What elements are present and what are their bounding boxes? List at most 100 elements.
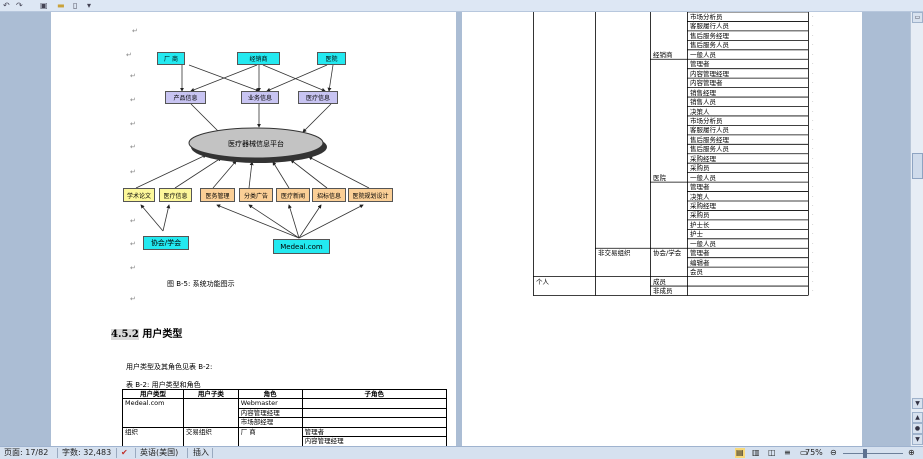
document-workspace: ↵ ↵ ↵ ↵ ↵ ↵ ↵ ↵ ↵ ↵ ↵ ↵ xyxy=(0,12,910,446)
header-cell: 用户子类 xyxy=(182,388,239,400)
cell-end-mark: . xyxy=(812,164,814,171)
zoom-in-icon[interactable]: ⊕ xyxy=(908,448,915,457)
table-cell-role: 采购员 xyxy=(690,211,710,220)
previous-page-icon[interactable]: ▲ xyxy=(912,412,923,423)
undo-icon[interactable]: ↶ xyxy=(3,1,10,10)
diagram-node-ads: 分类广告 xyxy=(239,188,273,202)
cell-end-mark: . xyxy=(812,13,814,19)
zoom-slider-thumb[interactable] xyxy=(863,449,867,458)
table-cell-role: 编辑者 xyxy=(690,258,710,267)
cell-end-mark: . xyxy=(812,107,814,114)
table-cell xyxy=(182,417,239,428)
table-row: 内容管理经理 xyxy=(122,407,448,419)
table-cell: 厂 商 xyxy=(237,426,303,437)
table-cell-role: 决策人 xyxy=(690,192,710,201)
diagram-node-product-info: 产品信息 xyxy=(165,91,206,104)
paragraph-mark: ↵ xyxy=(130,96,136,104)
redo-icon[interactable]: ↷ xyxy=(16,1,23,10)
table-cell xyxy=(301,407,448,419)
table-cell xyxy=(122,417,184,428)
document-page-1[interactable]: ↵ ↵ ↵ ↵ ↵ ↵ ↵ ↵ ↵ ↵ ↵ ↵ xyxy=(51,12,456,446)
diagram-node-distributor: 经销商 xyxy=(237,52,280,65)
draft-view-icon[interactable]: ▭ xyxy=(800,448,808,457)
table-cell-role: 一般人员 xyxy=(690,50,716,59)
table-cell-role: 售后服务人员 xyxy=(690,145,729,154)
open-folder-icon[interactable]: ▬ xyxy=(57,1,65,10)
proofing-icon[interactable]: ✔ xyxy=(121,448,128,457)
user-roles-table[interactable]: 用户类型 用户子类 角色 子角色 Medeal.com Webmaster 内容管… xyxy=(122,388,448,446)
section-number: 4.5.2 xyxy=(111,329,139,340)
table-cell: Medeal.com xyxy=(122,398,184,409)
zoom-slider-track[interactable] xyxy=(843,453,903,454)
table-cell-category: 非成员 xyxy=(653,287,673,296)
paragraph-mark: ↵ xyxy=(130,168,136,176)
table-cell-role: 管理者 xyxy=(690,249,710,258)
scroll-down-icon[interactable]: ▼ xyxy=(912,398,923,409)
cell-end-mark: . xyxy=(812,183,814,190)
cell-end-mark: . xyxy=(812,192,814,199)
table-row: 组织交易组织厂 商管理者 xyxy=(122,426,448,438)
table-row: Medeal.com Webmaster xyxy=(122,398,448,409)
table-cell-category: 经销商 xyxy=(653,50,673,59)
table-cell: Webmaster xyxy=(237,398,303,409)
outline-view-icon[interactable]: ≡ xyxy=(784,448,791,457)
diagram-node-manufacturer: 厂 商 xyxy=(157,52,185,65)
cell-end-mark: . xyxy=(812,126,814,133)
language-indicator[interactable]: 英语(美国) xyxy=(140,448,179,457)
diagram-node-hospital: 医院 xyxy=(317,52,346,65)
intro-paragraph: 用户类型及其角色见表 B-2: xyxy=(126,363,213,371)
diagram-node-medical-info: 医疗信息 xyxy=(298,91,338,104)
diagram-node-med-info: 医疗信息 xyxy=(159,188,192,202)
cell-end-mark: . xyxy=(812,154,814,161)
table-header-row: 用户类型 用户子类 角色 子角色 xyxy=(122,388,448,400)
table-cell xyxy=(301,417,448,428)
zoom-out-icon[interactable]: ⊖ xyxy=(830,448,837,457)
table-cell-role: 管理者 xyxy=(690,60,710,69)
save-icon[interactable]: ▣ xyxy=(40,1,48,10)
new-document-icon[interactable]: ▯ xyxy=(73,1,78,10)
customize-toolbar-icon[interactable]: ▾ xyxy=(87,1,92,10)
paragraph-mark: ↵ xyxy=(130,72,136,80)
document-page-2[interactable]: 市场分析员客服履行人员售后服务经理售后服务人员一般人员管理者内容管理经理内容管理… xyxy=(462,12,862,446)
table-cell xyxy=(182,436,239,446)
cell-end-mark: . xyxy=(812,173,814,180)
section-heading: 4.5.2 用户类型 xyxy=(111,325,182,340)
table-cell: 管理者 xyxy=(301,426,448,438)
table-cell xyxy=(301,398,448,409)
page-count[interactable]: 页面: 17/82 xyxy=(4,448,49,457)
cell-end-mark: . xyxy=(812,31,814,38)
cell-end-mark: . xyxy=(812,50,814,57)
zoom-level[interactable]: 75% xyxy=(805,448,823,457)
table-cell: 内容管理经理 xyxy=(301,436,448,446)
table-cell-role: 售后服务经理 xyxy=(690,135,729,144)
cell-end-mark: . xyxy=(812,60,814,67)
table-cell-role: 采购员 xyxy=(690,164,710,173)
table-caption: 表 B-2: 用户类型和角色 xyxy=(126,381,201,389)
cell-end-mark: . xyxy=(812,258,814,265)
scrollbar-thumb[interactable] xyxy=(912,153,923,179)
paragraph-mark: ↵ xyxy=(130,120,136,128)
table-cell-role: 市场分析员 xyxy=(690,13,723,21)
web-layout-icon[interactable]: ◫ xyxy=(768,448,776,457)
print-layout-view-icon[interactable]: ▤ xyxy=(735,448,745,458)
table-cell xyxy=(122,408,184,418)
insert-mode-indicator[interactable]: 插入 xyxy=(193,448,209,457)
ruler-toggle-icon[interactable]: ▭ xyxy=(912,12,923,23)
cell-end-mark: . xyxy=(812,22,814,29)
header-cell: 用户类型 xyxy=(122,388,184,400)
diagram-node-medeal: Medeal.com xyxy=(273,239,330,254)
figure-caption: 图 B-5: 系统功能图示 xyxy=(167,280,235,288)
table-cell-role: 客服履行人员 xyxy=(690,126,729,135)
table-cell-role: 内容管理者 xyxy=(690,79,723,88)
diagram-node-tender: 招标信息 xyxy=(312,188,346,202)
cell-end-mark: . xyxy=(812,202,814,208)
cell-end-mark: . xyxy=(812,79,814,86)
vertical-scrollbar[interactable]: ▭ ▼ ▲ ● ▼ xyxy=(910,12,923,446)
cell-end-mark: . xyxy=(812,230,814,237)
next-page-icon[interactable]: ▼ xyxy=(912,434,923,445)
select-browse-object-icon[interactable]: ● xyxy=(912,423,923,434)
roles-table-continued[interactable]: 市场分析员客服履行人员售后服务经理售后服务人员一般人员管理者内容管理经理内容管理… xyxy=(533,12,814,301)
full-screen-reading-icon[interactable]: ▥ xyxy=(752,448,760,457)
word-count[interactable]: 字数: 32,483 xyxy=(62,448,112,457)
cell-end-mark: . xyxy=(812,98,814,105)
